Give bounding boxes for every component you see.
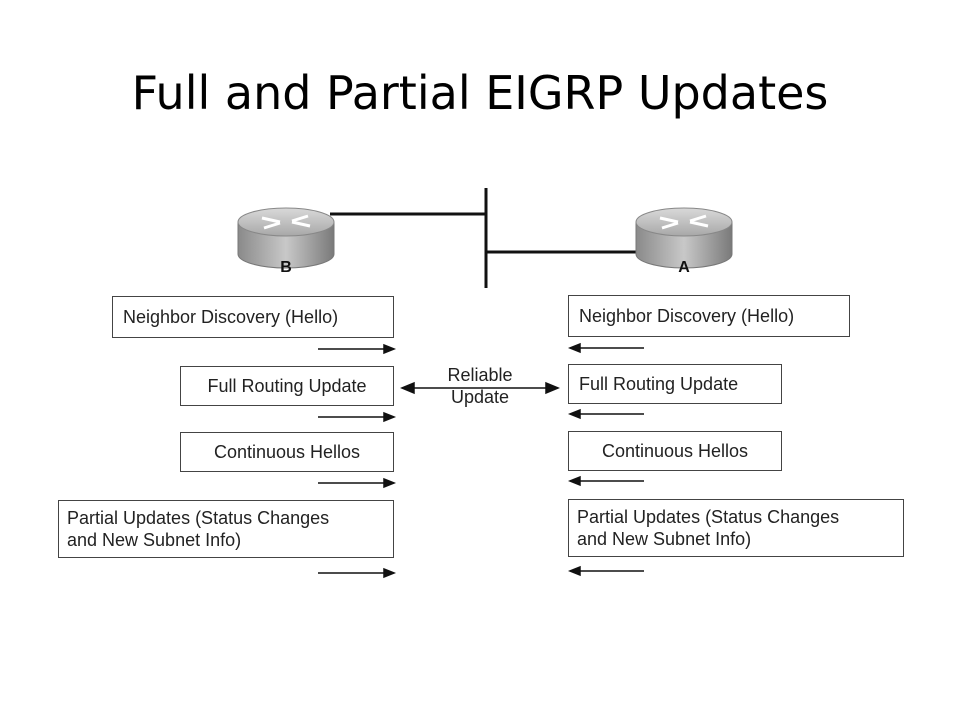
slide-title: Full and Partial EIGRP Updates (131, 66, 829, 120)
right-box-neighbor-discovery: Neighbor Discovery (Hello) (568, 295, 850, 337)
left-box-partial-updates-line2: and New Subnet Info) (67, 530, 242, 550)
right-box-partial-updates-line2: and New Subnet Info) (577, 529, 752, 549)
right-box-continuous-hellos-text: Continuous Hellos (601, 440, 749, 461)
right-box-full-routing-update: Full Routing Update (568, 364, 782, 404)
right-box-neighbor-discovery-text: Neighbor Discovery (Hello) (579, 305, 795, 326)
router-b-icon: B (237, 207, 335, 276)
right-box-full-routing-update-text: Full Routing Update (579, 373, 739, 394)
router-a-label: A (678, 259, 690, 276)
reliable-update-line1: Reliable (447, 365, 513, 385)
left-box-continuous-hellos-text: Continuous Hellos (213, 441, 361, 462)
left-box-partial-updates: Partial Updates (Status Changes and New … (58, 500, 394, 558)
reliable-update-label: Reliable Update (430, 364, 530, 408)
left-box-partial-updates-line1: Partial Updates (Status Changes (67, 508, 330, 528)
right-box-partial-updates-line1: Partial Updates (Status Changes (577, 507, 840, 527)
left-box-full-routing-update: Full Routing Update (180, 366, 394, 406)
reliable-update-arrow (400, 381, 560, 395)
arrows-right (318, 343, 397, 579)
router-b-label: B (280, 259, 292, 276)
reliable-update-line2: Update (450, 387, 510, 407)
left-box-neighbor-discovery: Neighbor Discovery (Hello) (112, 296, 394, 338)
router-a-icon: A (635, 207, 733, 276)
left-box-full-routing-update-text: Full Routing Update (207, 375, 367, 396)
right-box-continuous-hellos: Continuous Hellos (568, 431, 782, 471)
left-box-neighbor-discovery-text: Neighbor Discovery (Hello) (123, 306, 339, 327)
right-box-partial-updates: Partial Updates (Status Changes and New … (568, 499, 904, 557)
left-box-continuous-hellos: Continuous Hellos (180, 432, 394, 472)
arrows-left (567, 342, 644, 577)
